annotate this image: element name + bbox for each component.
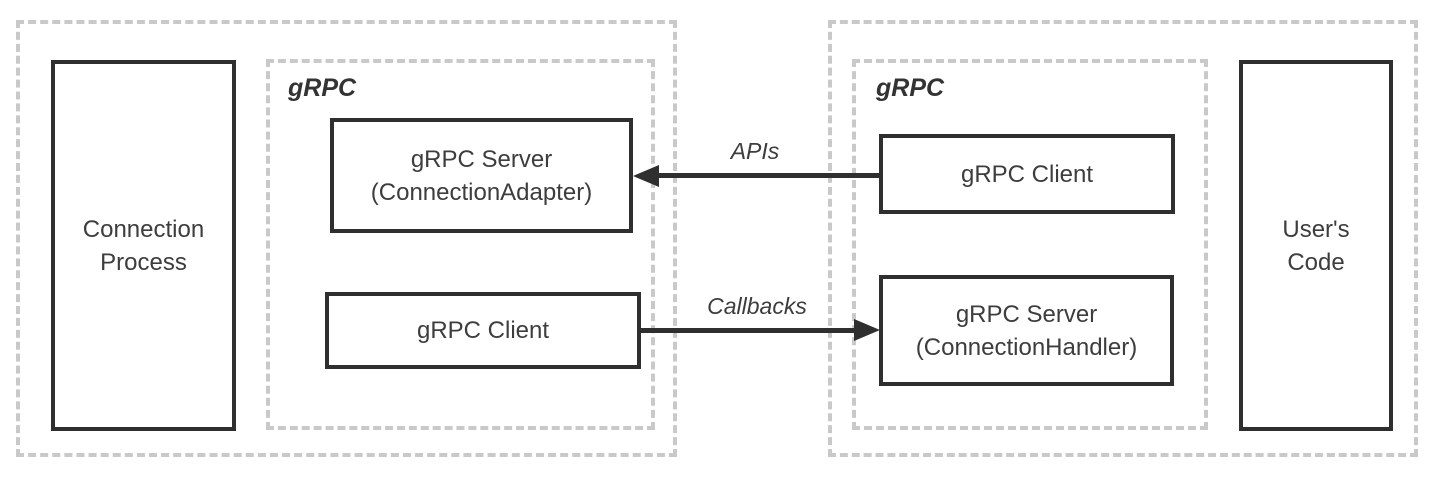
right-grpc-server-label-line1: gRPC Server <box>955 300 1098 328</box>
apis-arrow-line <box>655 173 879 178</box>
left-grpc-server-label-line1: gRPC Server <box>410 145 553 173</box>
left-grpc-container-label: gRPC <box>288 74 357 102</box>
right-grpc-client-label: gRPC Client <box>960 160 1094 188</box>
callbacks-arrow-line <box>641 328 857 333</box>
connection-process-label-line1: Connection <box>82 215 205 243</box>
users-code-box: User's Code <box>1239 60 1393 431</box>
left-grpc-client-box: gRPC Client <box>325 292 641 369</box>
left-grpc-server-label-line2: (ConnectionAdapter) <box>370 178 593 206</box>
apis-arrow-label: APIs <box>730 138 780 164</box>
right-grpc-server-connection-handler-box: gRPC Server (ConnectionHandler) <box>879 275 1174 386</box>
left-grpc-client-label: gRPC Client <box>416 317 550 344</box>
connection-process-box: Connection Process <box>51 60 236 431</box>
left-grpc-container <box>266 59 655 430</box>
apis-arrowhead-left-icon <box>633 165 659 187</box>
connection-process-label-line2: Process <box>100 248 187 276</box>
callbacks-arrowhead-right-icon <box>854 319 880 341</box>
users-code-group-container <box>828 20 1418 457</box>
callbacks-arrow-label: Callbacks <box>707 293 807 319</box>
users-code-label-line1: User's <box>1282 215 1350 243</box>
users-code-label-line2: Code <box>1287 248 1345 276</box>
connection-process-group-container <box>16 20 677 457</box>
right-grpc-container <box>852 59 1208 430</box>
left-grpc-server-connection-adapter-box: gRPC Server (ConnectionAdapter) <box>330 118 633 233</box>
right-grpc-container-label: gRPC <box>876 74 945 102</box>
right-grpc-client-box: gRPC Client <box>879 134 1175 214</box>
right-grpc-server-label-line2: (ConnectionHandler) <box>915 333 1138 361</box>
